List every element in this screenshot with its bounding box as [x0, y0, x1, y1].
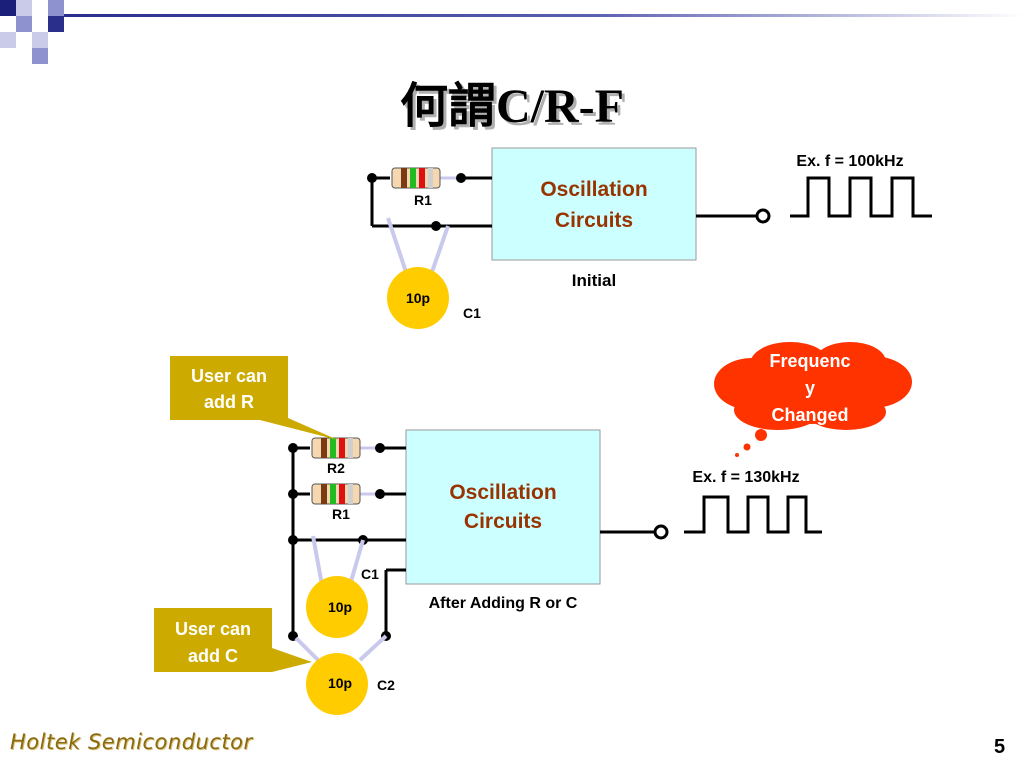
capacitor-label: C1 [463, 305, 481, 321]
capacitor2-value: 10p [328, 675, 352, 691]
capacitor1-label: C1 [361, 566, 379, 582]
capacitor-c2-after [306, 653, 368, 715]
caption-initial: Initial [572, 271, 616, 290]
svg-text:Changed: Changed [771, 405, 848, 425]
svg-text:y: y [805, 378, 815, 398]
caption-after: After Adding R or C [429, 595, 578, 612]
svg-text:Frequenc: Frequenc [769, 351, 850, 371]
block-line2: Circuits [555, 209, 633, 232]
callout-add-c: User can add C [154, 608, 312, 672]
footer-brand: Holtek Semiconductor [10, 730, 253, 754]
block-line1: Oscillation [540, 178, 647, 201]
thought-cloud: Frequenc y Changed [714, 342, 912, 457]
header-decoration [0, 0, 1024, 64]
svg-text:add C: add C [188, 646, 238, 666]
frequency-label-initial: Ex. f = 100kHz [796, 153, 903, 170]
frequency-label-after: Ex. f = 130kHz [692, 469, 799, 486]
callout-add-r: User can add R [170, 356, 338, 440]
square-wave-initial [790, 176, 932, 218]
resistor-label: R1 [414, 192, 432, 208]
capacitor2-label: C2 [377, 677, 395, 693]
svg-text:add R: add R [204, 392, 254, 412]
resistor-top-label: R2 [327, 460, 345, 476]
square-wave-after [684, 495, 822, 534]
oscillation-block-initial [491, 147, 697, 261]
resistor-bottom-label: R1 [332, 506, 350, 522]
resistor-r2-after [311, 437, 361, 459]
capacitor-value: 10p [406, 290, 430, 306]
block-line1: Oscillation [449, 481, 556, 504]
capacitor-c1-after [306, 576, 368, 638]
block-line2: Circuits [464, 510, 542, 533]
capacitor-c1-initial [387, 267, 449, 329]
oscillation-block-after [405, 429, 601, 585]
page-title-front: 何謂C/R-F [400, 80, 624, 133]
svg-text:User can: User can [175, 619, 251, 639]
capacitor1-value: 10p [328, 599, 352, 615]
page-title: 何謂C/R-F [403, 83, 627, 136]
resistor-r1-initial [391, 167, 441, 189]
initial-circuit: Oscillation Circuits Initial R1 10p C1 E… [367, 147, 932, 329]
resistor-r1-after [311, 483, 361, 505]
after-circuit: Oscillation Circuits After Adding R or C [288, 429, 822, 715]
page-number: 5 [994, 736, 1006, 758]
svg-text:User can: User can [191, 366, 267, 386]
